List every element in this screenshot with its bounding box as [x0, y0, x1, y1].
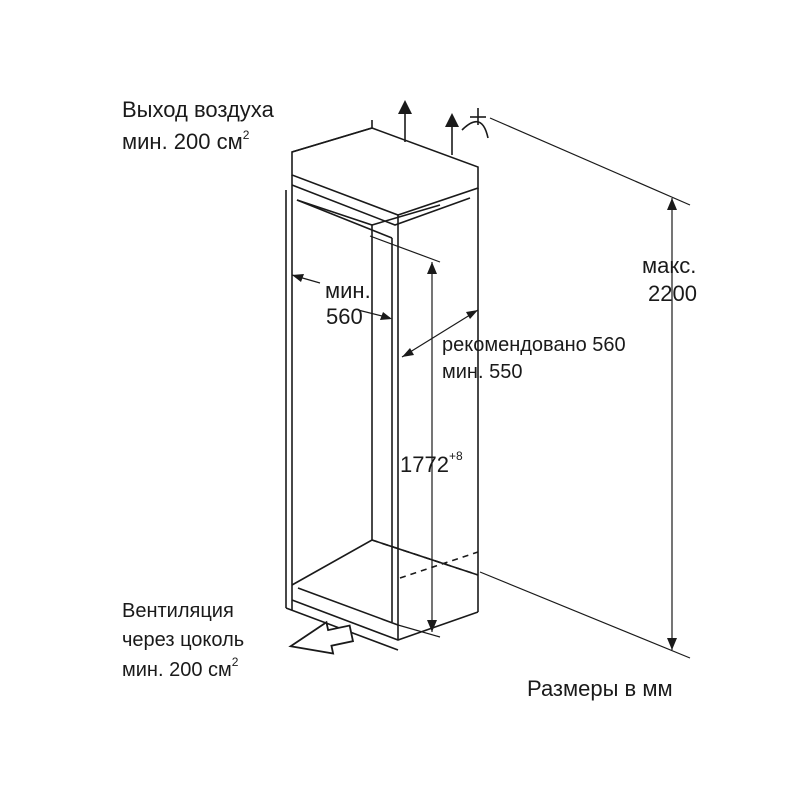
depth-dimension: [401, 309, 479, 358]
air-outlet-line2: мин. 200 см: [122, 129, 243, 154]
max-height-line2: 2200: [648, 281, 697, 306]
height-sup: +8: [449, 449, 463, 463]
max-height-dimension: [479, 117, 691, 659]
max-height-label: макс. 2200: [642, 253, 697, 306]
height-dimension: [369, 235, 441, 638]
max-height-line1: макс.: [642, 253, 696, 278]
min-width-line1: мин.: [325, 278, 371, 303]
svg-text:1772+8: 1772+8: [400, 449, 463, 477]
min-width-dimension: [291, 274, 392, 320]
vent-line3: мин. 200 см: [122, 659, 232, 681]
depth-label: рекомендовано 560 мин. 550: [442, 334, 626, 383]
vent-line1: Вентиляция: [122, 600, 234, 622]
air-outlet-sup: 2: [243, 128, 250, 142]
up-arrow-icon: [445, 113, 459, 155]
svg-text:мин. 200 см2: мин. 200 см2: [122, 655, 239, 681]
vent-line2: через цоколь: [122, 629, 244, 651]
air-outlet-label: Выход воздуха мин. 200 см2: [122, 97, 275, 154]
min-width-label: мин. 560: [325, 278, 371, 329]
height-value: 1772: [400, 452, 449, 477]
air-outlet-line1: Выход воздуха: [122, 97, 275, 122]
hollow-arrow-icon: [288, 620, 355, 655]
cabinet-niche: [285, 120, 479, 651]
depth-line1: рекомендовано 560: [442, 334, 626, 356]
vent-sup: 2: [232, 655, 239, 669]
units-label: Размеры в мм: [527, 676, 673, 701]
svg-text:мин. 200 см2: мин. 200 см2: [122, 128, 250, 154]
min-width-line2: 560: [326, 304, 363, 329]
up-arrow-icon: [398, 100, 412, 142]
height-label: 1772+8: [400, 449, 463, 477]
ventilation-label: Вентиляция через цоколь мин. 200 см2: [122, 600, 244, 681]
temperature-curve-icon: [461, 108, 489, 139]
depth-line2: мин. 550: [442, 361, 522, 383]
